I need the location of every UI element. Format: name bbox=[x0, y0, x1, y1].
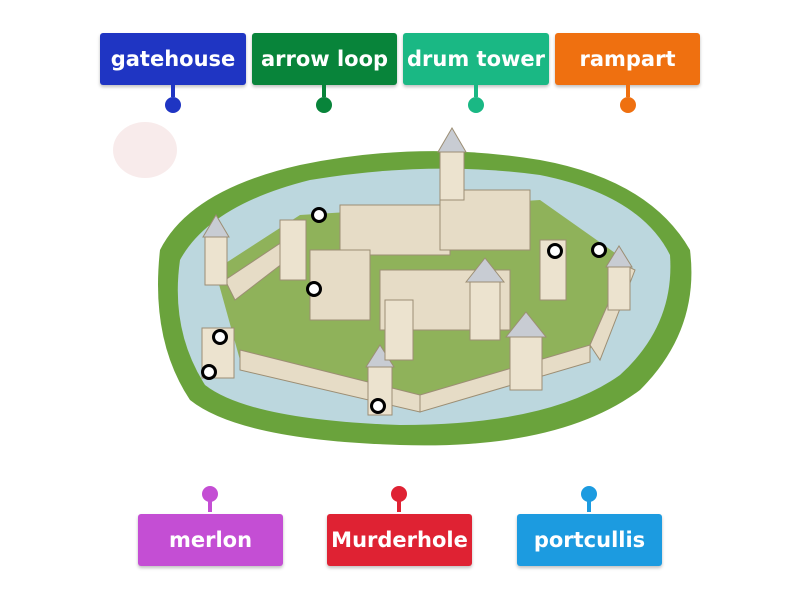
label-merlon[interactable]: merlon bbox=[138, 514, 283, 566]
connector bbox=[171, 85, 175, 97]
connector bbox=[208, 500, 212, 512]
connector-dot bbox=[391, 486, 407, 502]
label-portcullis[interactable]: portcullis bbox=[517, 514, 662, 566]
connector-dot bbox=[165, 97, 181, 113]
connector-dot bbox=[620, 97, 636, 113]
hotspot-3[interactable] bbox=[591, 242, 607, 258]
label-drum-tower[interactable]: drum tower bbox=[403, 33, 549, 85]
hotspot-4[interactable] bbox=[306, 281, 322, 297]
connector bbox=[397, 500, 401, 512]
hotspot-7[interactable] bbox=[370, 398, 386, 414]
hotspot-2[interactable] bbox=[547, 243, 563, 259]
hotspot-1[interactable] bbox=[311, 207, 327, 223]
towers bbox=[201, 127, 633, 416]
label-gatehouse[interactable]: gatehouse bbox=[100, 33, 246, 85]
watermark-logo bbox=[113, 122, 177, 178]
connector bbox=[474, 85, 478, 97]
connector-dot bbox=[316, 97, 332, 113]
hotspot-6[interactable] bbox=[201, 364, 217, 380]
connector-dot bbox=[202, 486, 218, 502]
connector-dot bbox=[581, 486, 597, 502]
connector bbox=[587, 500, 591, 512]
label-rampart[interactable]: rampart bbox=[555, 33, 700, 85]
label-arrow-loop[interactable]: arrow loop bbox=[252, 33, 397, 85]
connector-dot bbox=[468, 97, 484, 113]
connector bbox=[626, 85, 630, 97]
label-murderhole[interactable]: Murderhole bbox=[327, 514, 472, 566]
hotspot-5[interactable] bbox=[212, 329, 228, 345]
connector bbox=[322, 85, 326, 97]
